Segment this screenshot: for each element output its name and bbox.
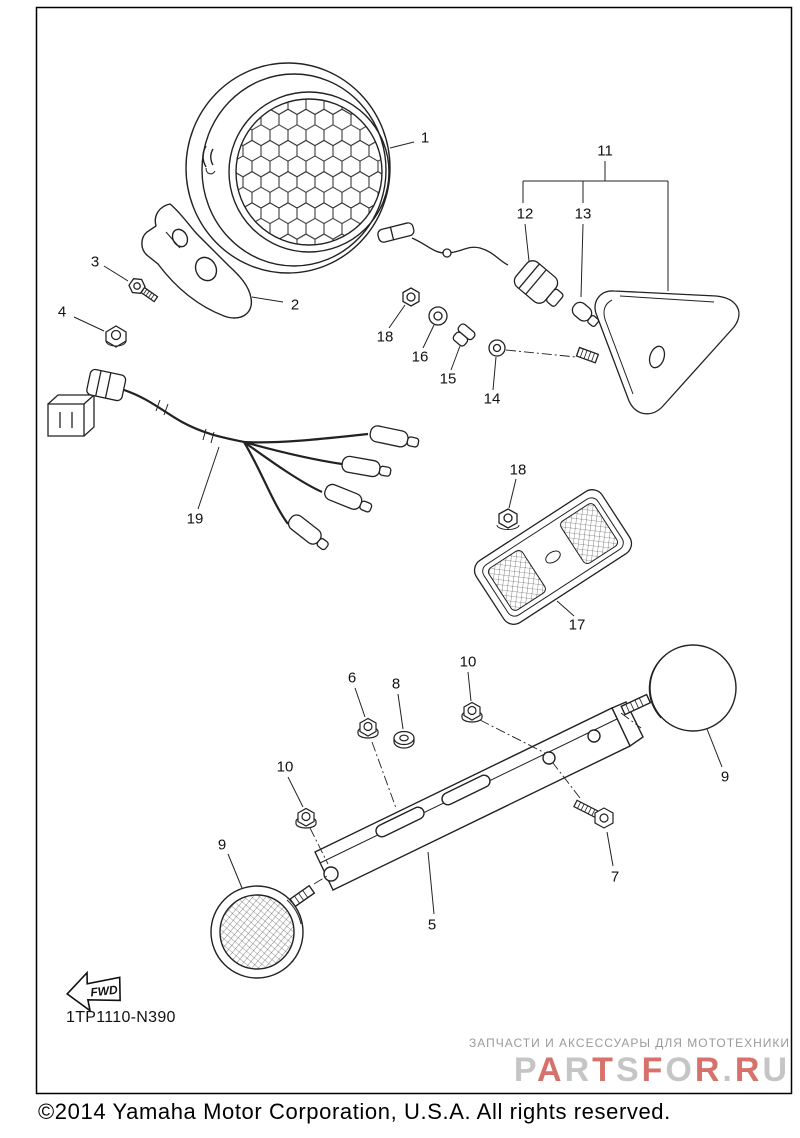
callout-5: 5 [427, 916, 437, 934]
callout-18a: 18 [376, 328, 394, 346]
callout-7: 7 [610, 868, 620, 886]
callout-16: 16 [411, 348, 429, 366]
turn-signal-assembly [377, 222, 740, 415]
callout-18b: 18 [509, 461, 527, 479]
callout-9b: 9 [217, 836, 227, 854]
callout-12: 12 [516, 205, 534, 223]
page-frame [35, 6, 793, 1095]
tail-lamp-left [210, 884, 316, 979]
fasteners [295, 701, 614, 829]
wire-harness [47, 368, 420, 551]
callout-3: 3 [90, 253, 100, 271]
callout-10a: 10 [459, 653, 477, 671]
nut-6 [357, 717, 379, 739]
callout-2: 2 [290, 296, 300, 314]
watermark-tagline: ЗАПЧАСТИ И АКСЕССУАРЫ ДЛЯ МОТОТЕХНИКИ [469, 1036, 790, 1050]
watermark: ЗАПЧАСТИ И АКСЕССУАРЫ ДЛЯ МОТОТЕХНИКИ PA… [469, 1036, 790, 1087]
callout-9a: 9 [720, 768, 730, 786]
washer-8 [393, 730, 415, 749]
bolt-7 [573, 799, 614, 829]
callout-19: 19 [186, 510, 204, 528]
callout-15: 15 [439, 370, 457, 388]
mount-bracket [141, 203, 253, 319]
callout-1: 1 [420, 129, 430, 147]
tail-lamp-right [620, 644, 737, 732]
fwd-arrow: FWD [65, 970, 121, 1013]
nut-18a [402, 287, 420, 307]
nut-4 [105, 325, 127, 348]
part-code: 1TP1110-N390 [66, 1009, 176, 1026]
callout-14: 14 [483, 390, 501, 408]
callout-8: 8 [391, 675, 401, 693]
callout-4: 4 [57, 303, 67, 321]
callout-10b: 10 [276, 758, 294, 776]
washer-14 [488, 339, 506, 357]
fwd-label: FWD [90, 983, 119, 1000]
callout-17: 17 [568, 616, 586, 634]
leader-lines [73, 141, 723, 915]
reflector [473, 489, 633, 625]
bulb-socket [513, 260, 564, 307]
nut-10a [461, 701, 483, 723]
copyright-line: ©2014 Yamaha Motor Corporation, U.S.A. A… [38, 1099, 671, 1124]
callout-11: 11 [597, 142, 613, 160]
construction-lines [309, 349, 642, 885]
reflector-assembly [473, 489, 633, 625]
bulb [571, 301, 600, 327]
headlight [185, 62, 391, 274]
callout-6: 6 [347, 669, 357, 687]
nut-18b [496, 508, 520, 530]
callout-13: 13 [574, 205, 592, 223]
washer-16 [428, 306, 448, 326]
grommet-15 [452, 323, 476, 347]
license-bracket [314, 701, 644, 891]
turn-signal-body [575, 290, 740, 415]
bolt-3 [128, 278, 159, 303]
partsfor-logo: PARTSFOR.RU [513, 1051, 790, 1089]
nut-10b [295, 807, 317, 829]
